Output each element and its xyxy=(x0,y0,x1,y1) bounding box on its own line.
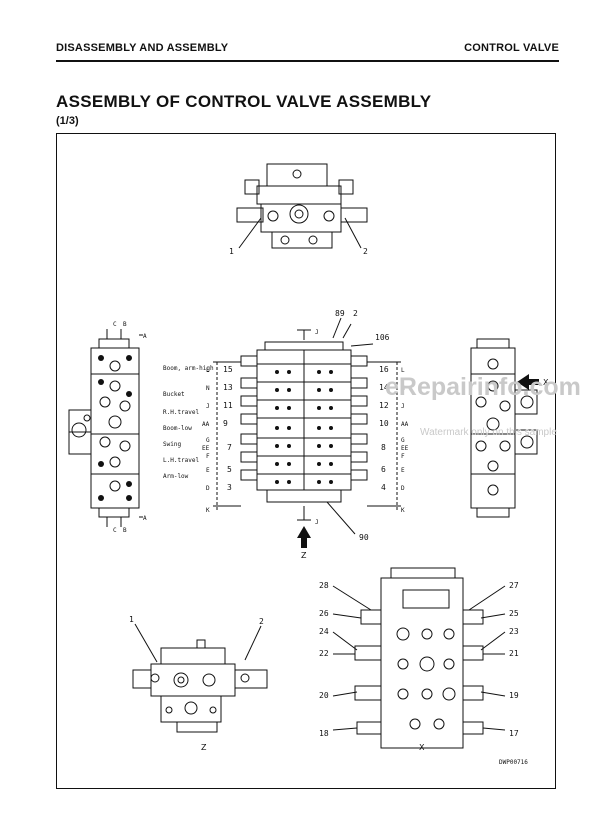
section-letter-f-left: F xyxy=(206,453,210,460)
z-view-drawing xyxy=(132,623,268,733)
callout-10: 10 xyxy=(379,419,389,428)
z-arrow-label: Z xyxy=(301,551,307,560)
callout-9: 9 xyxy=(223,419,228,428)
callout-25: 25 xyxy=(509,609,519,618)
callout-90: 90 xyxy=(359,533,369,542)
section-letter-aa-left: AA xyxy=(202,421,210,428)
section-letter-d-left: D xyxy=(206,485,210,492)
callout-5: 5 xyxy=(227,465,232,474)
callout-15: 15 xyxy=(223,365,233,374)
figure-frame: 1 2 C B A A B C Boom, arm-high Bucket R.… xyxy=(56,133,556,789)
section-letter-b: B xyxy=(123,321,127,328)
assembly-drawing: 1 2 C B A A B C Boom, arm-high Bucket R.… xyxy=(68,163,549,766)
callout-22: 22 xyxy=(319,649,329,658)
callout-20: 20 xyxy=(319,691,329,700)
watermark-text: eRepairinfo.com xyxy=(385,373,581,401)
callout-13: 13 xyxy=(223,383,233,392)
z-view-label: Z xyxy=(201,743,207,752)
callout-top-1: 1 xyxy=(229,247,234,256)
top-view-drawing xyxy=(236,163,368,249)
figure-code: DWP00716 xyxy=(499,759,528,766)
section-letter-c: C xyxy=(113,321,117,328)
callout-z-2: 2 xyxy=(259,617,264,626)
section-letter-f-right: F xyxy=(401,453,405,460)
section-letter-aa-right: AA xyxy=(401,421,409,428)
port-label-rh-travel: R.H.travel xyxy=(163,409,200,416)
callout-11: 11 xyxy=(223,401,233,410)
section-letter-n-right: N xyxy=(401,385,405,392)
port-label-swing: Swing xyxy=(163,441,181,448)
left-side-drawing xyxy=(68,329,143,527)
section-letter-k-left: K xyxy=(206,507,210,514)
section-letter-d-right: D xyxy=(401,485,405,492)
section-letter-c-bottom: C xyxy=(113,527,117,534)
section-letter-a-bottom: A xyxy=(143,515,147,522)
port-label-boom-low: Boom-low xyxy=(163,425,192,432)
callout-28: 28 xyxy=(319,581,329,590)
callout-23: 23 xyxy=(509,627,519,636)
x-arrow-label: X xyxy=(543,378,549,387)
section-letter-g-left: G xyxy=(206,437,210,444)
callout-7: 7 xyxy=(227,443,232,452)
right-side-drawing xyxy=(470,338,538,518)
section-letter-l-right: L xyxy=(401,367,405,374)
port-label-bucket: Bucket xyxy=(163,391,185,398)
port-label-arm-low: Arm-low xyxy=(163,473,189,480)
section-letter-e-right: E xyxy=(401,467,405,474)
port-label-lh-travel: L.H.travel xyxy=(163,457,200,464)
section-letter-b-bottom: B xyxy=(123,527,127,534)
section-letter-ee-left: EE xyxy=(202,445,210,452)
section-letter-j-top: J xyxy=(315,329,319,336)
callout-12: 12 xyxy=(379,401,389,410)
callout-21: 21 xyxy=(509,649,519,658)
callout-14: 14 xyxy=(379,383,389,392)
section-letter-g-right: G xyxy=(401,437,405,444)
callout-18: 18 xyxy=(319,729,329,738)
callout-26: 26 xyxy=(319,609,329,618)
callout-89: 89 xyxy=(335,309,345,318)
callout-24: 24 xyxy=(319,627,329,636)
section-letter-e-left: E xyxy=(206,467,210,474)
callout-27: 27 xyxy=(509,581,519,590)
callout-19: 19 xyxy=(509,691,519,700)
section-title: DISASSEMBLY AND ASSEMBLY xyxy=(56,42,229,54)
x-view-drawing xyxy=(332,567,506,749)
callout-top-2: 2 xyxy=(363,247,368,256)
section-letter-ee-right: EE xyxy=(401,445,409,452)
watermark-subtext: Watermark only on this sample xyxy=(420,427,557,438)
section-letter-l-left: L xyxy=(206,367,210,374)
callout-8: 8 xyxy=(381,443,386,452)
callout-4: 4 xyxy=(381,483,386,492)
callout-3: 3 xyxy=(227,483,232,492)
port-label-boom-arm-high: Boom, arm-high xyxy=(163,365,214,372)
section-letter-j-right: J xyxy=(401,403,405,410)
chapter-title: CONTROL VALVE xyxy=(464,42,559,54)
section-letter-k-right: K xyxy=(401,507,405,514)
section-letter-n-left: N xyxy=(206,385,210,392)
section-letter-a: A xyxy=(143,333,147,340)
callout-z-1: 1 xyxy=(129,615,134,624)
callout-6: 6 xyxy=(381,465,386,474)
main-view-drawing xyxy=(213,317,401,535)
page-title: ASSEMBLY OF CONTROL VALVE ASSEMBLY xyxy=(56,92,432,111)
callout-16: 16 xyxy=(379,365,389,374)
section-letter-j-bottom: J xyxy=(315,519,319,526)
callout-17: 17 xyxy=(509,729,519,738)
page-subtitle: (1/3) xyxy=(56,115,79,127)
callout-106: 106 xyxy=(375,333,390,342)
callout-2-main: 2 xyxy=(353,309,358,318)
x-view-label: X xyxy=(419,743,425,752)
section-letter-j-left: J xyxy=(206,403,210,410)
page-header: DISASSEMBLY AND ASSEMBLY CONTROL VALVE xyxy=(56,40,559,62)
